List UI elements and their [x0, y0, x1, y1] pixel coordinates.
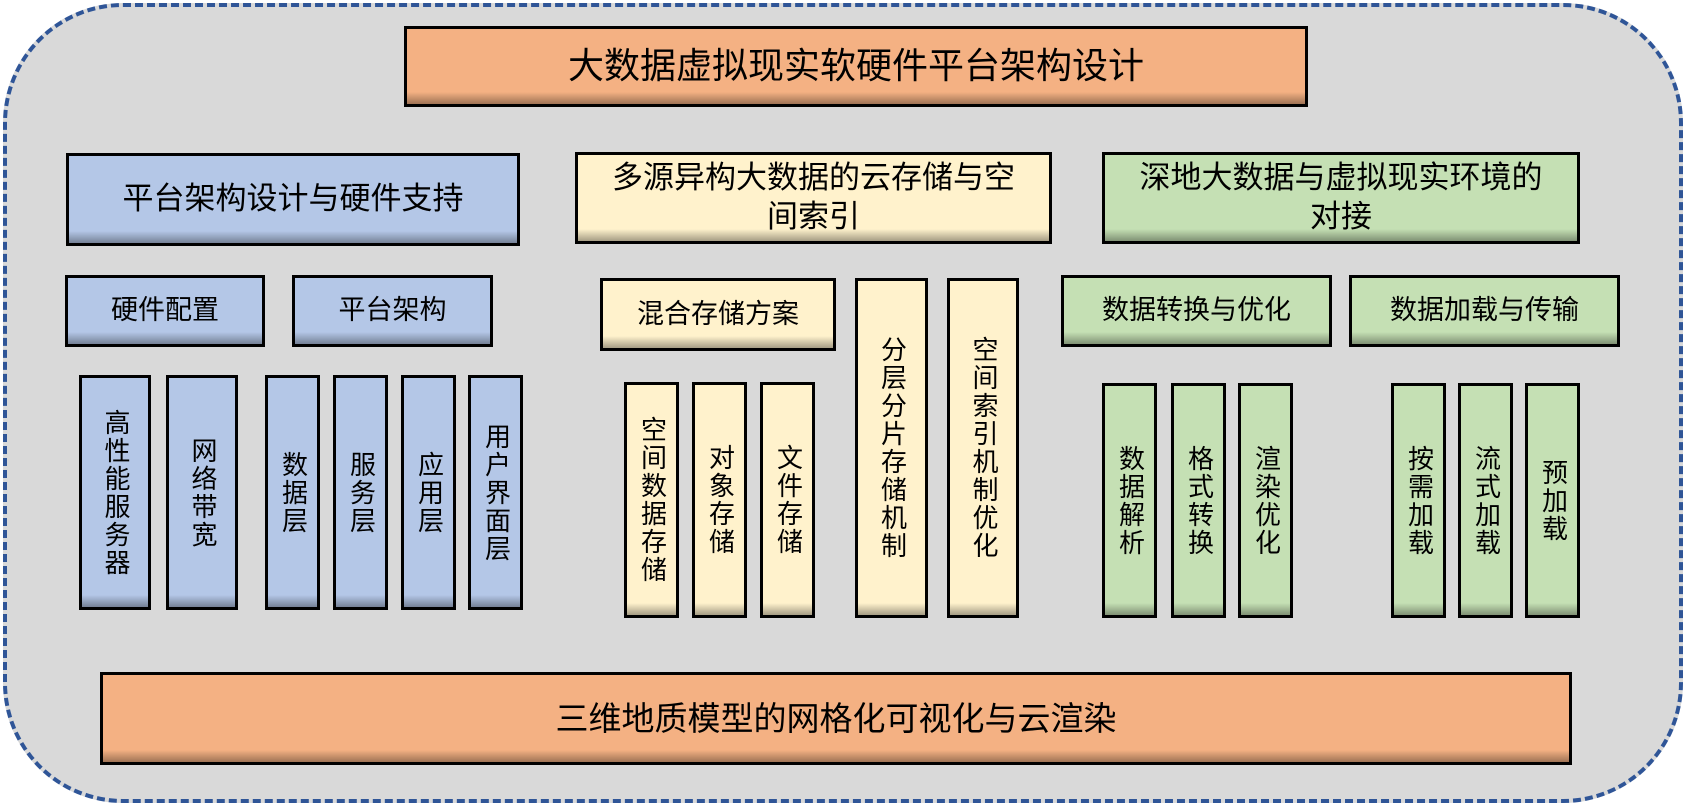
item-render-optimization: 渲染优化: [1238, 383, 1293, 618]
item-data-layer: 数据层: [265, 375, 320, 610]
item-service-layer: 服务层: [333, 375, 388, 610]
item-file-storage: 文件存储: [760, 382, 815, 618]
group-data-loading: 数据加载与传输: [1349, 275, 1620, 347]
item-spatial-index-optimization: 空间索引机制优化: [947, 278, 1019, 618]
header-platform-hardware: 平台架构设计与硬件支持: [66, 153, 520, 246]
group-data-conversion: 数据转换与优化: [1061, 275, 1332, 347]
item-streaming-loading: 流式加载: [1458, 383, 1513, 618]
item-spatial-data-storage: 空间数据存储: [624, 382, 679, 618]
header-cloud-storage-index: 多源异构大数据的云存储与空间索引: [575, 152, 1052, 244]
item-object-storage: 对象存储: [692, 382, 747, 618]
item-application-layer: 应用层: [401, 375, 456, 610]
item-network-bandwidth: 网络带宽: [166, 375, 238, 610]
group-platform-architecture: 平台架构: [292, 275, 493, 347]
item-format-conversion: 格式转换: [1171, 383, 1226, 618]
group-hybrid-storage: 混合存储方案: [600, 278, 836, 351]
item-preloading: 预加载: [1525, 383, 1580, 618]
item-high-performance-server: 高性能服务器: [79, 375, 151, 610]
diagram-footer: 三维地质模型的网格化可视化与云渲染: [100, 672, 1572, 765]
group-hardware-config: 硬件配置: [65, 275, 265, 347]
item-on-demand-loading: 按需加载: [1391, 383, 1446, 618]
diagram-title: 大数据虚拟现实软硬件平台架构设计: [404, 26, 1308, 107]
header-deep-earth-vr: 深地大数据与虚拟现实环境的对接: [1102, 152, 1580, 244]
item-tiered-sharded-storage: 分层分片存储机制: [855, 278, 928, 618]
item-data-parsing: 数据解析: [1102, 383, 1157, 618]
item-ui-layer: 用户界面层: [468, 375, 523, 610]
